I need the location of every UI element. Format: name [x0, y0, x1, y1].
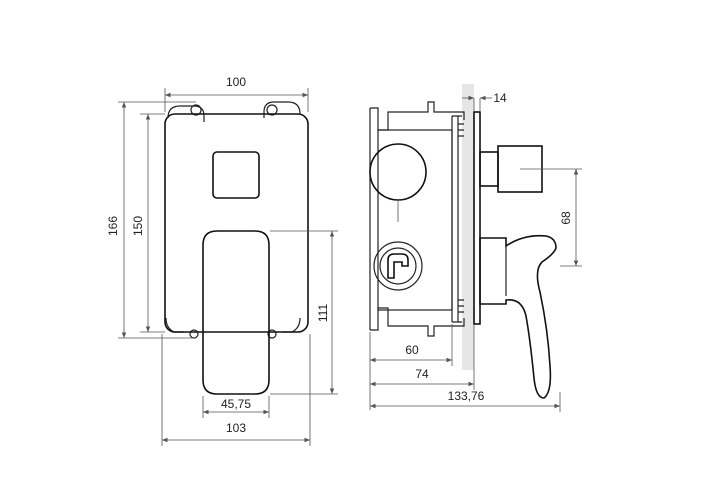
- dim-handle-width-label: 45,75: [221, 397, 251, 411]
- dim-handle-width: 45,75: [202, 396, 270, 418]
- front-view: 100 166 150 111 45,75: [106, 75, 338, 446]
- cover-plate: [164, 113, 309, 333]
- dim-spout-offset-label: 68: [559, 211, 573, 225]
- dim-top-width-label: 100: [226, 75, 246, 89]
- side-cover-plate: [473, 111, 481, 325]
- dim-box-depth-label: 60: [405, 343, 419, 357]
- dim-plate-thickness: 14: [462, 91, 507, 112]
- dim-box-depth: 60: [369, 324, 453, 410]
- dim-total-width-label: 103: [226, 421, 246, 435]
- dim-handle-height-label: 111: [316, 304, 330, 323]
- dim-outer-height-label: 166: [106, 216, 120, 236]
- inlet-fitting: [373, 241, 423, 291]
- diverter-knob: [212, 151, 260, 199]
- dim-plate-height-label: 150: [131, 216, 145, 236]
- dim-total-depth-label: 133,76: [448, 389, 485, 403]
- dim-to-wall: 74: [370, 324, 475, 390]
- dim-plate-height: 150: [131, 113, 165, 333]
- dim-total-width: 103: [161, 334, 311, 446]
- dim-total-depth: 133,76: [370, 389, 561, 412]
- side-lever-handle: [479, 234, 557, 399]
- lever-handle: [202, 230, 270, 395]
- side-view: 14 68 60 74 133,76: [369, 84, 582, 412]
- wall-band: [462, 84, 474, 370]
- dim-plate-thickness-label: 14: [493, 91, 507, 105]
- dim-top-width: 100: [164, 75, 309, 112]
- dim-outer-height: 166: [106, 101, 196, 339]
- dim-spout-offset: 68: [520, 168, 582, 267]
- mounting-ears: [165, 101, 301, 339]
- dim-to-wall-label: 74: [415, 367, 429, 381]
- mounting-box: [369, 101, 465, 337]
- dim-handle-height: 111: [270, 230, 338, 395]
